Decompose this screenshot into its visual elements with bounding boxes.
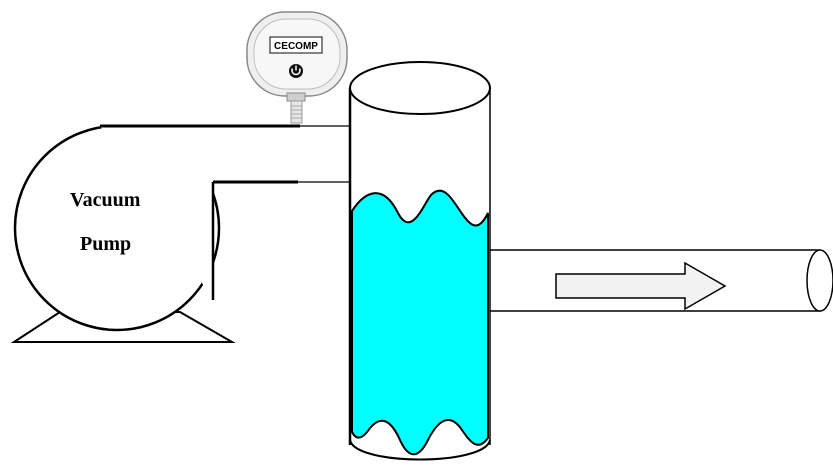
pump-duct [100, 126, 350, 300]
pump-label-line1: Vacuum [70, 189, 141, 211]
column-top [349, 61, 491, 115]
pressure-gauge: CECOMP [246, 11, 348, 124]
gauge-face [253, 18, 341, 90]
vacuum-pump: Vacuum Pump [10, 124, 351, 343]
gauge-stem [290, 100, 303, 124]
arrow-right-icon [555, 261, 727, 311]
pump-label-line2: Pump [80, 233, 131, 255]
outlet-pipe [490, 249, 833, 312]
gauge-brand-label: CECOMP [274, 41, 318, 52]
gauge-display [269, 36, 323, 54]
column-bottom [349, 439, 491, 461]
power-icon[interactable] [289, 64, 303, 78]
liquid-fill [351, 189, 489, 456]
gauge-neck [286, 92, 306, 102]
outlet-pipe-end [806, 249, 833, 312]
separator-column [348, 61, 491, 461]
